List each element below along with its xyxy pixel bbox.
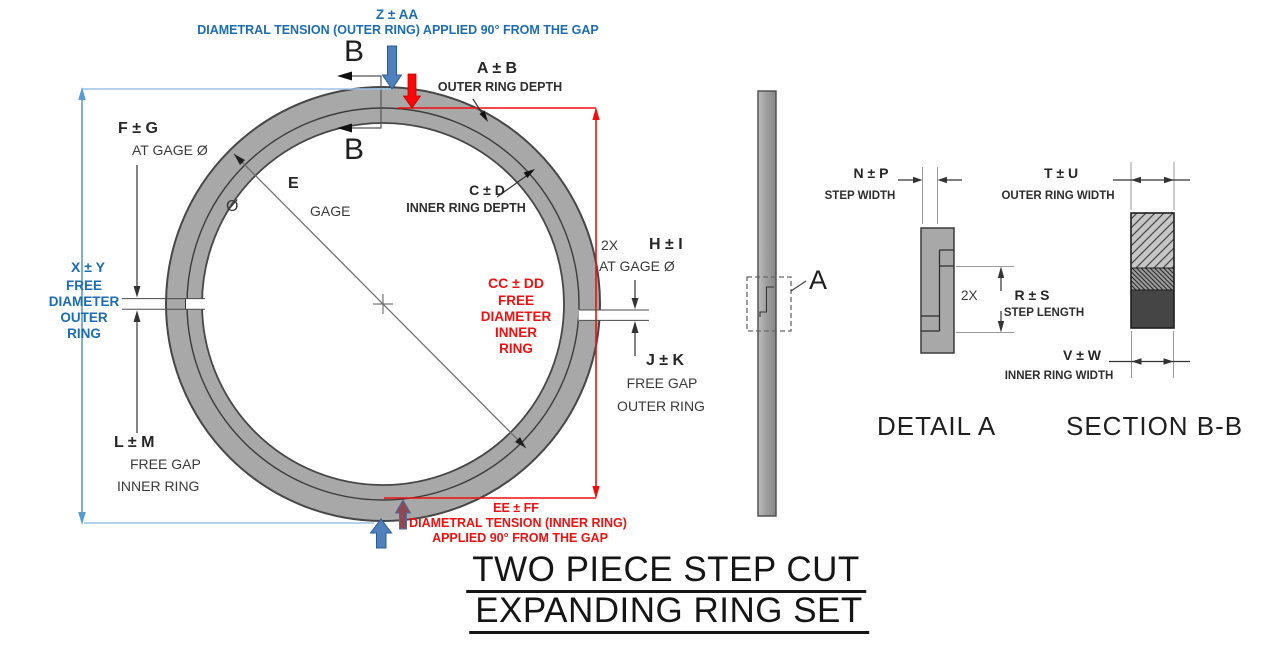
outer-ring-gap: [578, 309, 602, 321]
free-gap-outer-value: J ± K: [645, 352, 685, 369]
tension-inner-desc2: APPLIED 90° FROM THE GAP: [432, 531, 608, 545]
step-length-dimension: [956, 266, 1014, 333]
free-diameter-outer-value: X ± Y: [71, 259, 105, 275]
outer-ring-depth-desc: OUTER RING DEPTH: [437, 80, 563, 94]
tension-arrow-down-blue: [381, 45, 403, 90]
tension-inner-desc1: DIAMETRAL TENSION (INNER RING): [409, 516, 627, 530]
tension-arrow-down-red: [402, 73, 422, 109]
detail-a-drawing: [898, 167, 1014, 354]
inner-ring-width-value: V ± W: [1062, 347, 1102, 363]
tension-arrow-up-maroon: [394, 498, 412, 530]
inner-ring-gap: [185, 298, 206, 310]
inner-ring-depth-value: C ± D: [469, 182, 505, 198]
outer-ring-width-value: T ± U: [1043, 165, 1079, 181]
step-width-value: N ± P: [853, 165, 889, 181]
section-marker-b-top: B: [344, 35, 365, 68]
ring-side-view: [746, 90, 807, 517]
step-length-desc: STEP LENGTH: [1003, 307, 1085, 319]
section-bb-label: SECTION B-B: [1066, 411, 1244, 441]
free-diameter-outer-dimension: [78, 87, 392, 525]
step-width-dimension: [898, 167, 962, 224]
free-gap-inner-ring: INNER RING: [117, 478, 200, 494]
gage-gap-right-value: H ± I: [649, 236, 683, 253]
step-length-qty: 2X: [961, 288, 978, 303]
free-diameter-inner-desc: FREE DIAMETER INNER RING: [480, 293, 552, 356]
gage-gap-left-value: F ± G: [118, 120, 158, 137]
gage-value: E: [288, 175, 299, 192]
gage-gap-right-desc: AT GAGE Ø: [599, 258, 675, 274]
section-bb-drawing: [1109, 162, 1190, 378]
step-width-desc: STEP WIDTH: [824, 190, 896, 202]
tension-outer-desc: DIAMETRAL TENSION (OUTER RING) APPLIED 9…: [197, 23, 599, 37]
side-view-step-cut: [759, 286, 774, 317]
inner-ring-width-dimension: [1109, 331, 1190, 378]
free-gap-outer-desc: FREE GAP: [626, 375, 698, 391]
gage-diameter-symbol: Ø: [226, 198, 239, 215]
tension-outer-value: Z ± AA: [375, 7, 419, 22]
inner-ring-depth-leader: [496, 169, 535, 198]
section-marker-b-bottom: B: [344, 133, 365, 166]
drawing-title-line2: EXPANDING RING SET: [469, 592, 869, 634]
outer-ring-hatch: [1131, 213, 1174, 268]
gage-gap-left-desc: AT GAGE Ø: [132, 142, 208, 158]
step-overlap-hatch: [1131, 268, 1174, 290]
gage-label: GAGE: [310, 203, 351, 219]
step-length-value: R ± S: [1014, 287, 1050, 303]
free-diameter-outer-desc: FREE DIAMETER OUTER RING: [48, 278, 120, 341]
detail-marker-a: A: [809, 265, 828, 295]
detail-callout-leader: [790, 280, 807, 292]
gage-gap-right-qty: 2X: [601, 237, 619, 253]
outer-ring-width-desc: OUTER RING WIDTH: [1001, 190, 1115, 202]
inner-ring-depth-desc: INNER RING DEPTH: [406, 201, 526, 215]
outer-ring-depth-leader: [472, 98, 488, 122]
gage-diameter-line: [233, 153, 527, 449]
free-gap-inner-value: L ± M: [114, 434, 155, 451]
right-gap-dimension: [579, 280, 649, 356]
tension-inner-value: EE ± FF: [493, 501, 539, 515]
outer-ring-width-dimension: [1113, 162, 1190, 210]
left-gap-dimension: [122, 165, 205, 433]
section-cut-marks: [337, 71, 382, 133]
drawing-title-line1: TWO PIECE STEP CUT: [466, 551, 866, 593]
outer-ring-depth-value: A ± B: [476, 60, 518, 77]
inner-ring-width-desc: INNER RING WIDTH: [1004, 370, 1114, 382]
free-diameter-inner-value: CC ± DD: [488, 275, 544, 291]
detail-callout-box: [746, 276, 792, 332]
free-gap-outer-ring: OUTER RING: [617, 398, 705, 414]
free-gap-inner-desc: FREE GAP: [130, 456, 201, 472]
detail-a-label: DETAIL A: [877, 411, 997, 441]
tension-arrow-up-blue: [369, 518, 393, 549]
inner-ring-section: [1131, 290, 1174, 328]
free-diameter-inner-dimension: [384, 107, 600, 499]
